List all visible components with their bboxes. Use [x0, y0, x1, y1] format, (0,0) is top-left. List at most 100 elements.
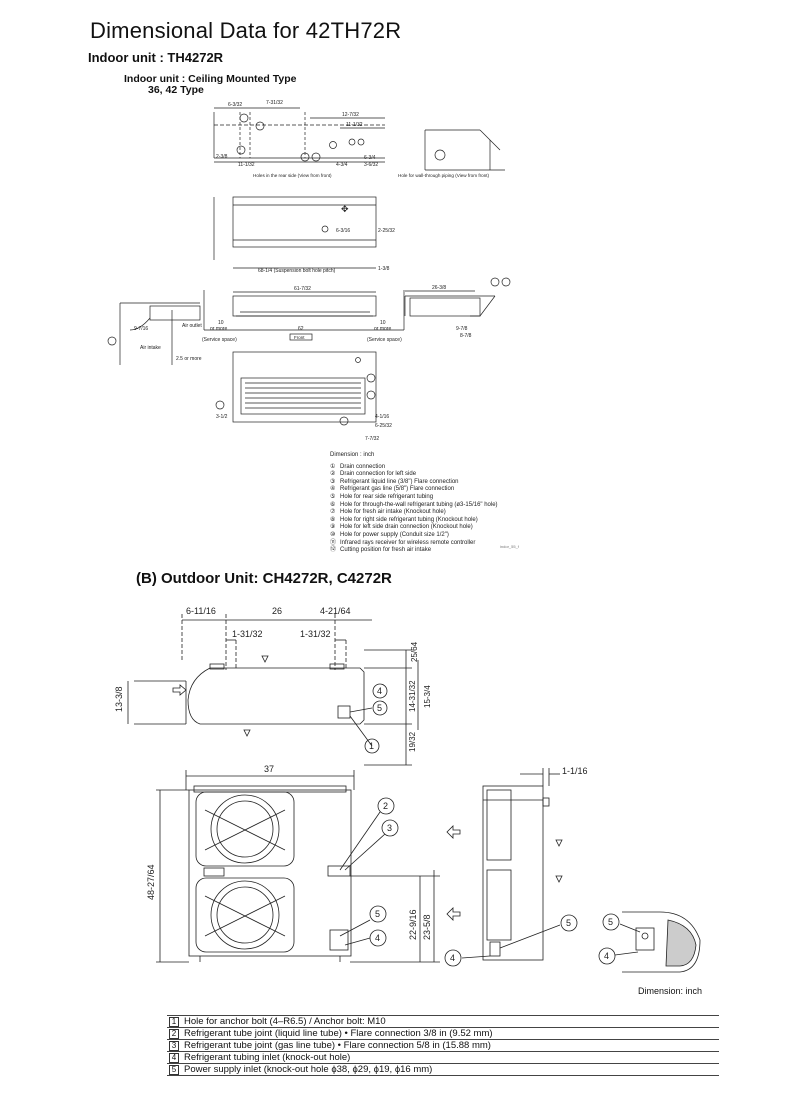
bolt-pitch-caption: 68-1/4 (Suspension bolt hole pitch) [258, 268, 336, 274]
callout-5: 5 [377, 703, 382, 713]
callout-1: 1 [369, 741, 374, 751]
legend-number: 5 [169, 1065, 179, 1075]
callout-4: 4 [375, 933, 380, 943]
air-intake-label: Air intake [140, 345, 161, 351]
outdoor-dim-label: 37 [264, 764, 274, 774]
outdoor-dim-label: 23-5/8 [422, 914, 432, 940]
outdoor-dim-label: 15-3/4 [423, 685, 432, 708]
legend-number: 1 [169, 1017, 179, 1027]
rear-holes-caption: Holes in the rear side (View from front) [253, 173, 332, 178]
indoor-type-line1: Indoor unit : Ceiling Mounted Type [124, 73, 297, 85]
callout-2: 2 [383, 801, 388, 811]
dim-label: 9-7/16 [134, 326, 148, 332]
dim-label: 6-3/32 [228, 102, 242, 108]
outdoor-dim-label: 14-31/32 [408, 680, 417, 712]
svg-text:✥: ✥ [341, 204, 349, 214]
front-label: Front [294, 335, 305, 340]
dim-label: 7-31/32 [266, 100, 283, 106]
outdoor-dim-label: 13-3/8 [114, 686, 124, 712]
top-view: ✥ 6-3/16 2-25/32 1-3/8 68-1/4 (Suspensio… [213, 196, 395, 274]
dim-label: 6-3/4 [364, 155, 376, 161]
dim-label: or more [210, 326, 227, 332]
right-side-view: 26-3/8 9-7/8 8-7/8 [404, 277, 511, 339]
callout-3: 3 [387, 823, 392, 833]
legend-number: 3 [169, 1041, 179, 1051]
indoor-type-line2: 36, 42 Type [148, 84, 204, 96]
outdoor-dim-label: 48-27/64 [146, 864, 156, 900]
outdoor-side-view: 1-1/16 5 4 [444, 766, 588, 967]
outdoor-dim-label: 1-1/16 [562, 766, 588, 776]
dim-label: 6-3/16 [336, 228, 350, 234]
dim-label: 11-1/32 [346, 122, 363, 128]
indoor-type-heading: Indoor unit : Ceiling Mounted Type 36, 4… [124, 74, 296, 96]
dim-label: 1-3/8 [378, 266, 390, 272]
dim-label: 2-25/32 [378, 228, 395, 234]
dim-label: 12-7/32 [342, 112, 359, 118]
dim-label: 26-3/8 [432, 285, 446, 291]
left-side-view: 9-7/16 Air outlet Air intake 2.5 or more [107, 302, 202, 365]
dim-label: 3-6/32 [364, 162, 378, 168]
bottom-view: 3-1/2 4-1/16 6-25/32 7-7/32 [215, 351, 392, 442]
callout-4: 4 [604, 951, 609, 961]
legend-text: Refrigerant tube joint (liquid line tube… [181, 1027, 719, 1040]
outdoor-detail-view: 5 4 [598, 911, 701, 973]
figure-code: indor_55_f [500, 544, 519, 549]
indoor-unit-subtitle: Indoor unit : TH4272R [88, 50, 224, 65]
dim-label: 9-7/8 [456, 326, 468, 332]
outdoor-dim-label: 4-21/64 [320, 606, 351, 616]
dim-label: 6-25/32 [375, 423, 392, 429]
dim-label: 8-7/8 [460, 333, 472, 339]
legend-text: Power supply inlet (knock-out hole ϕ38, … [181, 1063, 719, 1076]
outdoor-dim-label: 22-9/16 [408, 909, 418, 940]
dim-label: 4-1/16 [375, 414, 389, 420]
outdoor-dim-label: 25/64 [410, 641, 419, 662]
dim-label: 10 [380, 320, 386, 326]
legend-text: Refrigerant tube joint (gas line tube) •… [181, 1039, 719, 1052]
rear-holes-view: 6-3/32 7-31/32 12-7/32 11-1/32 2-3/8 11-… [213, 100, 385, 178]
dim-label: 4-3/4 [336, 162, 348, 168]
dim-label: 2-3/8 [216, 154, 228, 160]
front-view: 61-7/32 10 or more 62 10 or more (Servic… [202, 286, 405, 343]
outdoor-unit-title: (B) Outdoor Unit: CH4272R, C4272R [136, 570, 392, 587]
wall-hole-caption: Hole for wall-through piping (View from … [398, 173, 490, 178]
callout-5: 5 [608, 917, 613, 927]
service-space-left: (Service space) [202, 337, 237, 343]
legend-number: 2 [169, 1029, 179, 1039]
outdoor-dim-label: 1-31/32 [232, 629, 263, 639]
callout-5: 5 [566, 918, 571, 928]
outdoor-top-view: 6-11/16 26 4-21/64 1-31/32 1-31/32 13-3/… [114, 606, 432, 766]
legend-number: 4 [169, 1053, 179, 1063]
callout-4: 4 [450, 953, 455, 963]
outdoor-dim-label: 1-31/32 [300, 629, 331, 639]
callout-5: 5 [375, 909, 380, 919]
air-outlet-label: Air outlet [182, 323, 202, 329]
dim-label: 11-1/32 [238, 162, 255, 168]
outdoor-dim-label: 26 [272, 606, 282, 616]
dim-label: 2.5 or more [176, 356, 202, 362]
page-title: Dimensional Data for 42TH72R [90, 18, 402, 43]
wall-hole-view: Hole for wall-through piping (View from … [398, 129, 505, 178]
legend-text: Hole for anchor bolt (4–R6.5) / Anchor b… [181, 1015, 719, 1028]
service-space-right: (Service space) [367, 337, 402, 343]
dim-label: 3-1/2 [216, 414, 228, 420]
outdoor-dim-label: 19/32 [408, 731, 417, 752]
outdoor-front-view: 37 48-27/64 22-9/16 23-5/8 [146, 764, 440, 963]
